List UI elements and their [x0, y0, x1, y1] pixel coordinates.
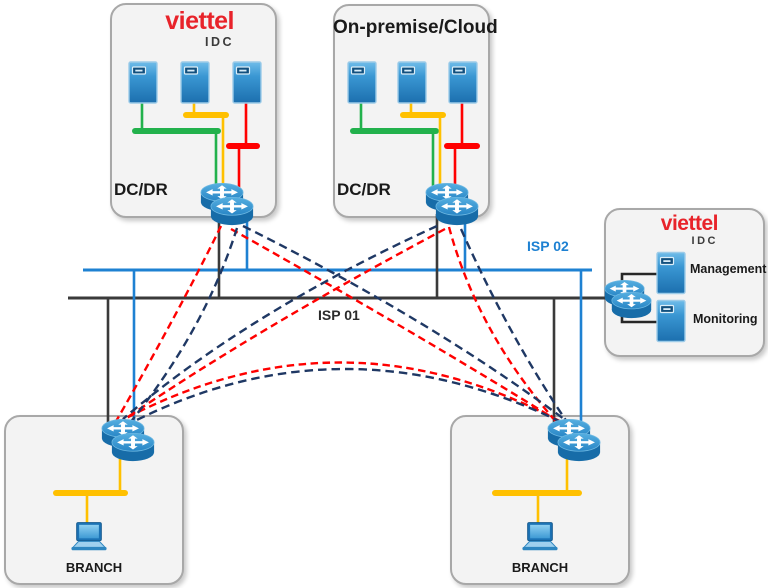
router-icon	[556, 432, 602, 462]
laptop-icon	[521, 521, 559, 553]
isp01-label: ISP 01	[318, 307, 360, 323]
laptop-icon	[70, 521, 108, 553]
branch-left-label: BRANCH	[65, 560, 123, 575]
server-icon	[232, 61, 262, 104]
onpremise-cloud-title: On-premise/Cloud	[333, 17, 498, 38]
brand-sub-label: IDC	[204, 35, 234, 49]
viettel-idc-logo-right: viettel IDC	[602, 212, 719, 247]
server-icon	[656, 299, 686, 343]
router-icon	[610, 291, 653, 319]
tunnels-primary	[113, 225, 564, 427]
management-server-label: Management	[690, 262, 767, 276]
uplink-lines	[106, 214, 657, 438]
tunnels-secondary	[122, 224, 570, 428]
brand-wordmark: viettel	[165, 7, 234, 35]
server-icon	[347, 61, 377, 104]
branch-right-label: BRANCH	[511, 560, 569, 575]
server-icon	[397, 61, 427, 104]
viettel-idc-logo: viettel IDC	[112, 9, 234, 49]
monitoring-server-label: Monitoring	[693, 312, 758, 326]
brand-wordmark: viettel	[660, 212, 719, 235]
dcdr-label-left: DC/DR	[114, 180, 168, 199]
router-icon	[434, 196, 480, 226]
lan-left-dc	[132, 101, 260, 196]
server-icon	[180, 61, 210, 104]
router-icon	[209, 196, 255, 226]
server-icon	[656, 251, 686, 295]
brand-sub-label: IDC	[691, 235, 718, 247]
isp02-label: ISP 02	[527, 238, 569, 254]
server-icon	[448, 61, 478, 104]
router-icon	[110, 432, 156, 462]
dcdr-label-onprem: DC/DR	[337, 180, 391, 199]
server-icon	[128, 61, 158, 104]
